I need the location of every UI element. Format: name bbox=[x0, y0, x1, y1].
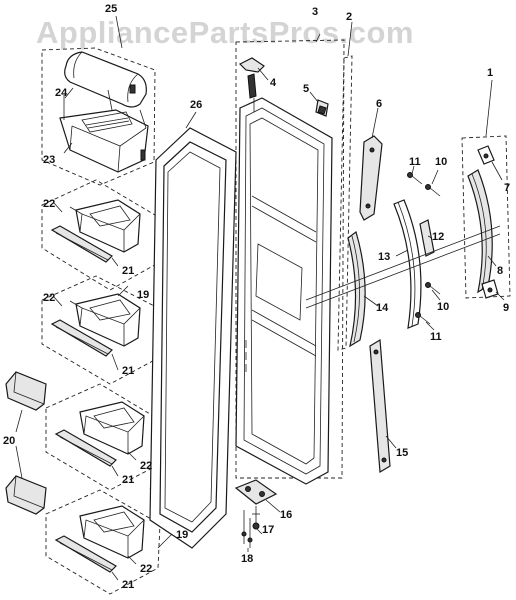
callout-21-c: 21 bbox=[122, 474, 134, 486]
callout-labels: 1 2 3 4 5 6 7 8 9 10 10 11 11 12 13 14 1… bbox=[3, 3, 510, 591]
part-5-door-stop[interactable] bbox=[315, 99, 329, 117]
part-9-handle-cap-bottom[interactable] bbox=[481, 279, 499, 299]
callout-22-c: 22 bbox=[140, 460, 152, 472]
part-26-door-gasket[interactable] bbox=[149, 127, 237, 549]
callout-25: 25 bbox=[105, 3, 117, 15]
part-22-door-bin-a[interactable] bbox=[75, 199, 141, 253]
callout-17: 17 bbox=[262, 524, 274, 536]
part-21-bin-trim-d[interactable] bbox=[54, 535, 117, 573]
callout-5: 5 bbox=[303, 83, 309, 95]
callout-19-middle: 19 bbox=[137, 289, 149, 301]
part-8-handle[interactable] bbox=[467, 169, 493, 294]
callout-19-bottom: 19 bbox=[176, 529, 188, 541]
part-18-screw-set[interactable] bbox=[241, 510, 253, 548]
group-outline-21-22-b bbox=[41, 275, 163, 385]
part-3-door-liner[interactable] bbox=[235, 97, 333, 485]
group-outline-1 bbox=[461, 135, 511, 299]
part-25-dairy-cover[interactable] bbox=[64, 51, 147, 108]
callout-1: 1 bbox=[487, 67, 493, 79]
part-20-bin-cap-bottom[interactable] bbox=[5, 475, 47, 515]
callout-7: 7 bbox=[504, 182, 510, 194]
part-22-door-bin-d[interactable] bbox=[79, 505, 145, 559]
callout-8: 8 bbox=[497, 265, 503, 277]
callout-13: 13 bbox=[378, 251, 390, 263]
part-10-screw-top[interactable] bbox=[425, 184, 441, 197]
callout-22-d: 22 bbox=[140, 563, 152, 575]
group-outline-3 bbox=[235, 39, 345, 479]
group-outline-25 bbox=[41, 47, 156, 186]
part-13-handle-bracket[interactable] bbox=[393, 199, 422, 329]
group-outline-21-22-c bbox=[45, 383, 161, 491]
part-22-door-bin-b[interactable] bbox=[75, 293, 141, 347]
part-7-handle-cap-top[interactable] bbox=[477, 145, 495, 165]
part-22-door-bin-c[interactable] bbox=[79, 401, 145, 455]
callout-10-bottom: 10 bbox=[437, 301, 449, 313]
part-11-screw-top[interactable] bbox=[407, 172, 423, 185]
callout-11-bottom: 11 bbox=[430, 331, 442, 343]
part-21-bin-trim-c[interactable] bbox=[54, 429, 117, 467]
group-outline-2 bbox=[337, 55, 353, 351]
callout-20: 20 bbox=[3, 435, 15, 447]
callout-24: 24 bbox=[55, 87, 68, 99]
callout-21-a: 21 bbox=[122, 265, 134, 277]
part-23-dairy-bin[interactable] bbox=[59, 89, 149, 173]
callout-23: 23 bbox=[43, 154, 55, 166]
callout-26: 26 bbox=[190, 99, 202, 111]
callout-15: 15 bbox=[396, 447, 408, 459]
callout-4: 4 bbox=[270, 77, 277, 89]
callout-11-top: 11 bbox=[409, 156, 421, 168]
part-21-bin-trim-a[interactable] bbox=[50, 225, 113, 263]
callout-14: 14 bbox=[376, 302, 389, 314]
callout-3: 3 bbox=[312, 6, 318, 18]
callout-22-a: 22 bbox=[43, 198, 55, 210]
callout-16: 16 bbox=[280, 509, 292, 521]
part-11-screw-bottom[interactable] bbox=[415, 312, 431, 325]
callout-2: 2 bbox=[346, 11, 352, 23]
group-outline-21-22-d bbox=[45, 489, 161, 595]
part-15-lower-trim[interactable] bbox=[369, 338, 391, 474]
callout-18: 18 bbox=[241, 553, 253, 565]
callout-12: 12 bbox=[432, 231, 444, 243]
callout-10-top: 10 bbox=[435, 156, 447, 168]
callout-6: 6 bbox=[376, 98, 382, 110]
part-16-bottom-hinge[interactable] bbox=[234, 479, 278, 505]
callout-22-b: 22 bbox=[43, 292, 55, 304]
part-20-bin-cap-top[interactable] bbox=[5, 371, 47, 411]
part-6-upper-trim[interactable] bbox=[359, 135, 383, 221]
callout-9: 9 bbox=[503, 302, 509, 314]
watermark-text: AppliancePartsPros.com bbox=[36, 15, 414, 50]
callout-21-b: 21 bbox=[122, 365, 134, 377]
part-21-bin-trim-b[interactable] bbox=[50, 319, 113, 357]
part-12-handle-insert[interactable] bbox=[419, 219, 435, 257]
part-17-hinge-pin[interactable] bbox=[252, 506, 260, 530]
part-10-screw-bottom[interactable] bbox=[425, 282, 441, 295]
callout-21-d: 21 bbox=[122, 579, 134, 591]
